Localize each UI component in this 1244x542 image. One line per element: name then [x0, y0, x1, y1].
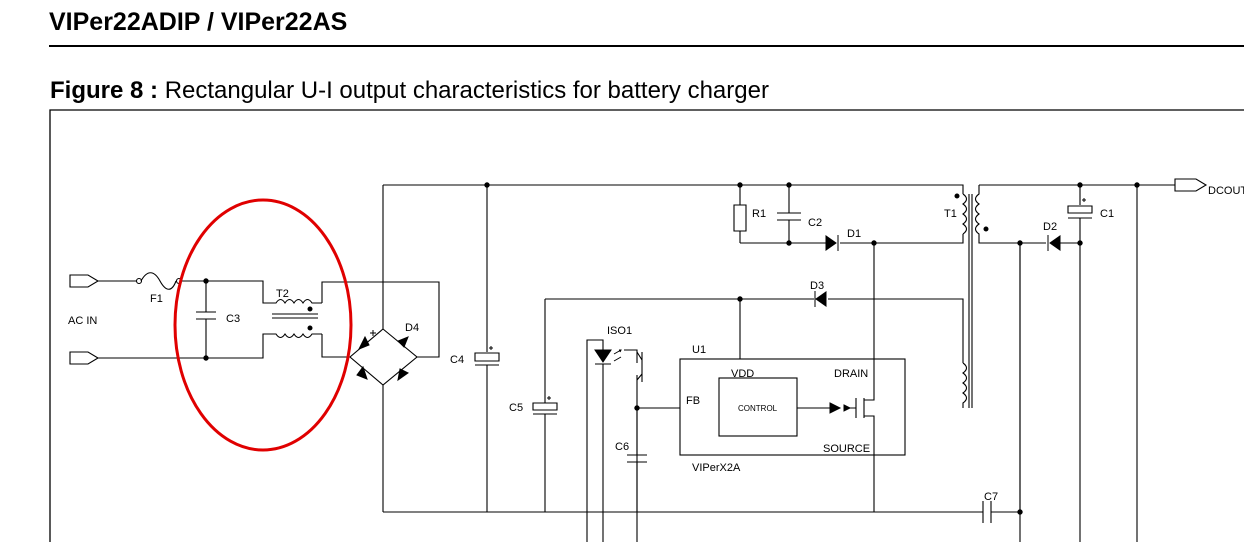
diode-d2: [1047, 235, 1061, 251]
label-d1: D1: [847, 228, 861, 240]
label-drain: DRAIN: [834, 368, 868, 380]
control-arrow: [829, 402, 842, 414]
polarity-dot: [307, 325, 313, 331]
junction-dot: [786, 182, 792, 188]
label-c6: C6: [615, 441, 629, 453]
label-iso1: ISO1: [607, 325, 632, 337]
bridge-diode-bl: [356, 365, 368, 380]
label-dcout: DCOUT: [1208, 185, 1244, 197]
capacitor-c4: [474, 185, 500, 512]
capacitor-c3: [196, 281, 216, 358]
junction-dot: [1134, 182, 1140, 188]
junction-dot: [737, 182, 743, 188]
label-c3: C3: [226, 313, 240, 325]
figure-caption-text: Rectangular U-I output characteristics f…: [164, 77, 769, 104]
label-c1: C1: [1100, 208, 1114, 220]
ac-input-connectors: [69, 274, 100, 365]
label-t1: T1: [944, 208, 957, 220]
opto-led: [594, 349, 612, 365]
junction-dot: [1077, 240, 1083, 246]
junction-dot: [1017, 509, 1023, 515]
plus-mark: [370, 330, 376, 336]
label-vdd: VDD: [731, 368, 754, 380]
label-d4: D4: [405, 322, 419, 334]
figure-caption: Figure 8 : Rectangular U-I output charac…: [50, 77, 769, 105]
label-t2: T2: [276, 288, 289, 300]
wire-aux-rail: [545, 298, 964, 363]
document-header-title: VIPer22ADIP / VIPer22AS: [49, 8, 348, 36]
label-c5: C5: [509, 402, 523, 414]
label-d2: D2: [1043, 221, 1057, 233]
label-r1: R1: [752, 208, 766, 220]
wire-hv-rail: [383, 184, 964, 194]
label-control: CONTROL: [738, 404, 778, 413]
junction-dot: [634, 405, 640, 411]
diode-d1: [825, 235, 839, 251]
label-ac-in: AC IN: [68, 315, 97, 327]
capacitor-c5: [532, 299, 558, 512]
capacitor-c7: [982, 501, 992, 523]
junction-dot: [786, 240, 792, 246]
polarity-dot: [983, 226, 989, 232]
header-rule: [49, 45, 1244, 47]
junction-dot: [737, 296, 743, 302]
label-c7: C7: [984, 491, 998, 503]
junction-dot: [1017, 240, 1023, 246]
bridge-diode-tl: [357, 335, 370, 350]
junction-dot: [203, 355, 209, 361]
wire-line-bottom: [98, 333, 270, 359]
bridge-diode-br: [397, 368, 409, 382]
mosfet-arrow: [843, 404, 852, 412]
opto-light-arrows: [613, 349, 622, 362]
label-part: VIPerX2A: [692, 462, 741, 474]
fuse-f1: [98, 272, 183, 290]
label-d3: D3: [810, 280, 824, 292]
transformer-t1: [962, 184, 1175, 408]
ic-u1: [679, 243, 906, 512]
capacitor-c6: [627, 408, 647, 512]
dcout-connector: [1174, 178, 1208, 192]
snubber-r1-c2: [733, 185, 964, 244]
label-c2: C2: [808, 217, 822, 229]
junction-dot: [203, 278, 209, 284]
label-source: SOURCE: [823, 443, 870, 455]
polarity-dot: [954, 193, 960, 199]
plus-mark: [489, 346, 493, 350]
junction-dot: [1077, 182, 1083, 188]
label-u1: U1: [692, 344, 706, 356]
bridge-diode-tr: [397, 336, 409, 348]
label-fb: FB: [686, 395, 700, 407]
plus-mark: [1082, 198, 1086, 202]
polarity-dot: [307, 306, 313, 312]
capacitor-c1: [1067, 185, 1093, 542]
figure-number: Figure 8 :: [50, 77, 159, 104]
wire-line-top: [182, 280, 270, 304]
label-f1: F1: [150, 293, 163, 305]
junction-dot: [871, 240, 877, 246]
label-c4: C4: [450, 354, 464, 366]
optocoupler-iso1: [586, 339, 643, 542]
diode-d3: [814, 291, 827, 307]
highlight-ellipse: [173, 198, 353, 452]
inductor-t2: [270, 281, 440, 358]
figure-frame: [49, 109, 1244, 542]
plus-mark: [547, 396, 551, 400]
junction-dot: [484, 182, 490, 188]
